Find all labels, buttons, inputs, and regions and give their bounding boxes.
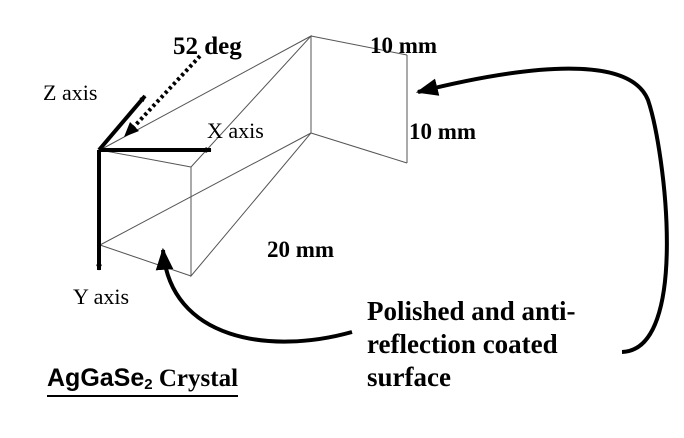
crystal-word: Crystal [158,365,239,392]
angle-label: 52 deg [173,33,242,60]
surface-note: Polished and anti- reflection coated sur… [367,295,576,394]
crystal-box [99,34,408,278]
surface-note-line: reflection coated [367,329,558,359]
x-axis-label: X axis [207,118,264,143]
formula-main: AgGaSe [47,364,145,392]
surface-note-line: Polished and anti- [367,296,576,326]
angle-pointer-head [124,122,139,137]
height-dimension: 10 mm [409,119,477,144]
box-edge [310,35,408,56]
formula-subscript: 2 [144,376,153,393]
width-dimension: 10 mm [370,33,438,58]
box-edge [99,149,192,168]
box-edge [99,132,312,246]
y-axis-label: Y axis [73,284,130,309]
crystal-title: AgGaSe2 Crystal [47,364,239,397]
axes [96,94,212,271]
surface-arrow-right [415,66,669,354]
length-dimension: 20 mm [267,237,335,262]
surface-note-line: surface [367,362,451,392]
z-axis-arrow [97,94,147,152]
z-axis-label: Z axis [43,80,98,105]
surface-arrow-left [155,247,353,344]
box-edge [99,244,192,277]
angle-pointer [127,54,202,134]
box-edge [310,132,408,164]
